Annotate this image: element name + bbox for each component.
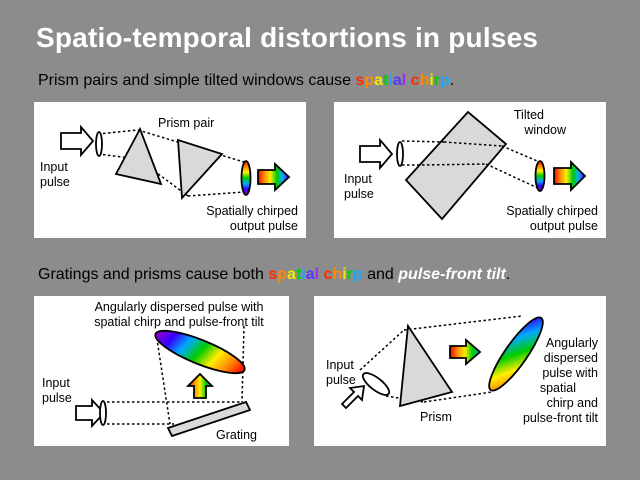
beam-lines bbox=[401, 140, 543, 191]
section2-highlight: spatial chirp bbox=[268, 266, 363, 283]
dispersed-pulse-ellipse-icon bbox=[488, 316, 544, 392]
grating-icon bbox=[166, 400, 252, 438]
output-arrow-icon bbox=[553, 159, 587, 193]
dispersed-pulse-caption: Angularly dispersed pulse with spatial c… bbox=[523, 336, 598, 426]
caption-line5: chirp and bbox=[546, 396, 598, 410]
section2-tilt: pulse-front tilt bbox=[398, 266, 506, 283]
caption-line1: Angularly dispersed pulse with bbox=[94, 300, 264, 314]
input-lens-icon bbox=[95, 131, 103, 157]
input-arrow-icon bbox=[75, 397, 106, 429]
prism-1-icon bbox=[114, 126, 163, 186]
tilted-window-diagram bbox=[359, 110, 587, 221]
prism-pair-diagram bbox=[60, 124, 291, 201]
section1-heading: Prism pairs and simple tilted windows ca… bbox=[38, 72, 454, 90]
grating-label: Grating bbox=[216, 428, 257, 442]
chirped-pulse-ellipse-icon bbox=[240, 160, 252, 196]
caption-line2: dispersed bbox=[543, 351, 598, 365]
output-arrow-icon bbox=[257, 161, 291, 193]
window-label-line1: Tilted bbox=[513, 108, 544, 122]
caption-line2: spatial chirp and pulse-front tilt bbox=[94, 315, 264, 329]
beam-lines bbox=[97, 129, 245, 197]
grating-diagram bbox=[75, 325, 252, 438]
caption-line4: spatial bbox=[539, 381, 576, 395]
right-arrow-icon bbox=[449, 338, 482, 366]
prism-2-icon bbox=[177, 138, 224, 201]
caption-line3: pulse with bbox=[542, 366, 598, 380]
input-label-line2: pulse bbox=[40, 175, 70, 189]
input-lens-icon bbox=[396, 141, 404, 167]
prism-pair-label: Prism pair bbox=[158, 116, 215, 130]
window-label-line2: window bbox=[524, 123, 566, 137]
output-label-line2: output pulse bbox=[229, 219, 298, 233]
beam-lines bbox=[102, 325, 245, 425]
output-label-line1: Spatially chirped bbox=[506, 204, 598, 218]
input-arrow-icon bbox=[60, 124, 95, 158]
section1-lead: Prism pairs and simple tilted windows ca… bbox=[38, 72, 356, 89]
slide-title: Spatio-temporal distortions in pulses bbox=[36, 22, 539, 53]
section2-end: . bbox=[505, 266, 511, 283]
chirped-pulse-ellipse-icon bbox=[534, 160, 546, 192]
window-slab-icon bbox=[404, 110, 508, 221]
input-label-line1: Input bbox=[42, 376, 70, 390]
input-lens-icon bbox=[361, 372, 391, 396]
dispersed-pulse-ellipse-icon bbox=[154, 329, 246, 375]
section2-mid: and bbox=[362, 266, 399, 283]
section1-highlight: spatial chirp bbox=[355, 72, 450, 89]
prism-label: Prism bbox=[420, 410, 452, 424]
section2-heading: Gratings and prisms cause both spatial c… bbox=[38, 266, 510, 284]
input-label-line1: Input bbox=[326, 358, 354, 372]
section1-end: . bbox=[449, 72, 455, 89]
input-label-line2: pulse bbox=[344, 187, 374, 201]
input-label-line2: pulse bbox=[326, 373, 356, 387]
caption-line1: Angularly bbox=[545, 336, 598, 350]
section2-lead: Gratings and prisms cause both bbox=[38, 266, 269, 283]
prism-icon bbox=[398, 323, 454, 408]
input-arrow-icon bbox=[340, 384, 366, 410]
input-arrow-icon bbox=[359, 137, 394, 171]
input-lens-icon bbox=[99, 400, 107, 426]
up-arrow-icon bbox=[185, 372, 215, 399]
output-label-line1: Spatially chirped bbox=[206, 204, 298, 218]
input-label-line2: pulse bbox=[42, 391, 72, 405]
prism-diagram bbox=[340, 315, 544, 410]
input-label-line1: Input bbox=[40, 160, 68, 174]
caption-line6: pulse-front tilt bbox=[522, 411, 598, 425]
input-label-line1: Input bbox=[344, 172, 372, 186]
output-label-line2: output pulse bbox=[529, 219, 598, 233]
